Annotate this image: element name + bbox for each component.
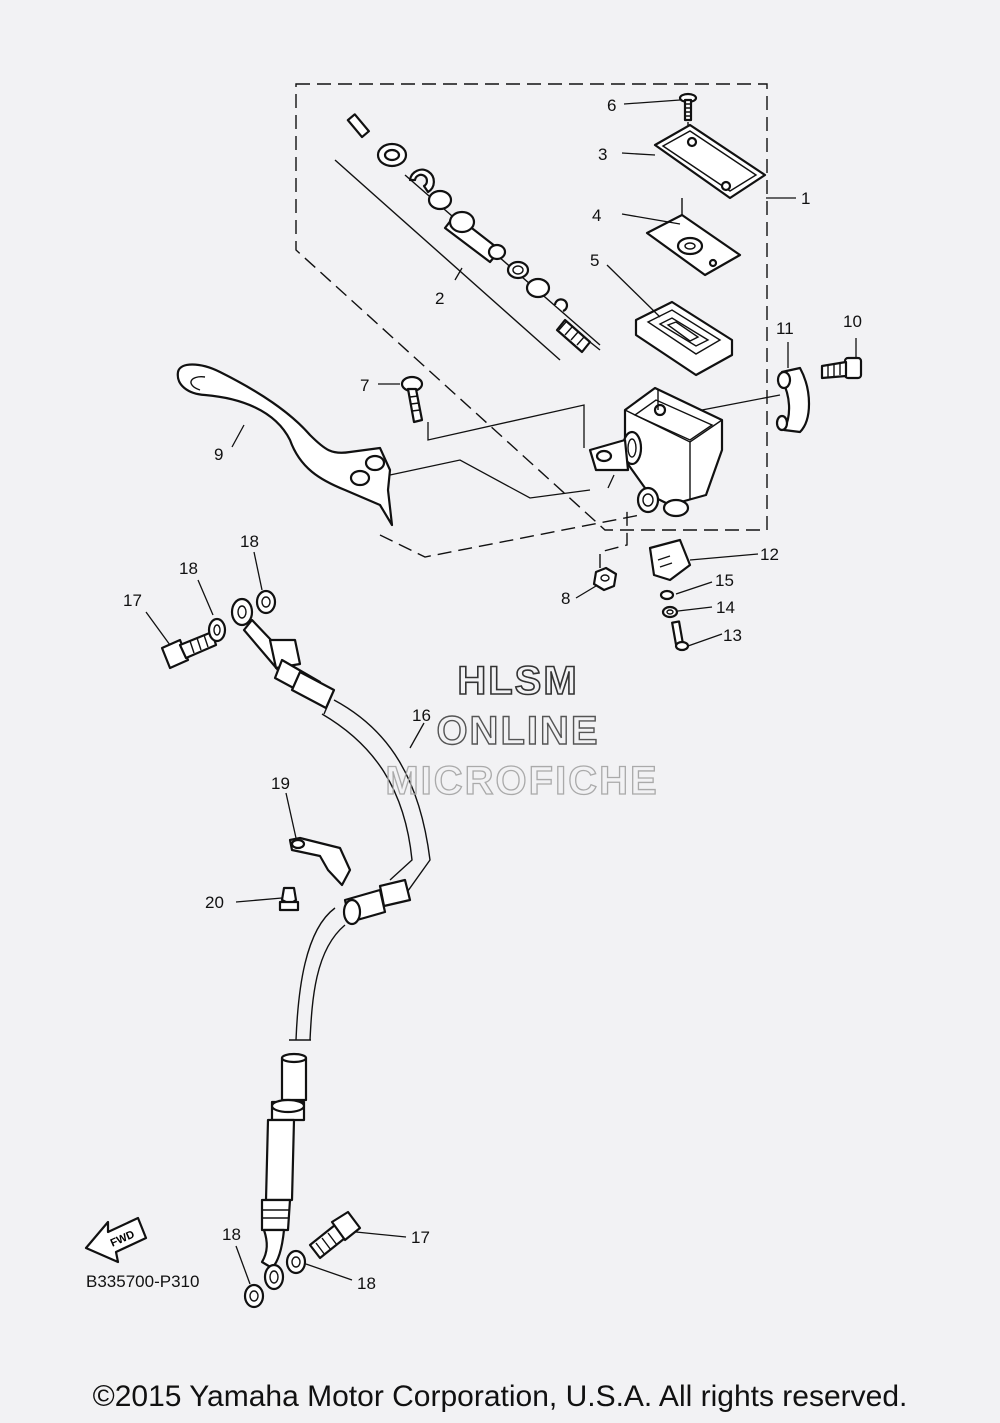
- pivot-bolt: [400, 375, 585, 448]
- callout-6: 6: [607, 96, 616, 115]
- clamp-bolt: [278, 886, 300, 912]
- callout-18-lower-right: 18: [357, 1274, 376, 1293]
- callout-7: 7: [360, 376, 369, 395]
- callout-16: 16: [412, 706, 431, 725]
- body-leader: [607, 474, 615, 489]
- callout-3: 3: [598, 145, 607, 164]
- brake-hose: [260, 670, 431, 1291]
- brake-lever: [176, 363, 394, 527]
- nut-dash-line: [599, 505, 628, 568]
- copyright-notice: ©2015 Yamaha Motor Corporation, U.S.A. A…: [92, 1380, 908, 1413]
- watermark: HLSM ONLINE MICROFICHE: [385, 658, 658, 803]
- callout-9: 9: [214, 445, 223, 464]
- callout-4: 4: [592, 206, 601, 225]
- fwd-arrow: FWD: [84, 1216, 148, 1264]
- callout-17-lower: 17: [411, 1228, 430, 1247]
- holder-bolt: [820, 356, 863, 380]
- callout-5: 5: [590, 251, 599, 270]
- master-cylinder-body: [588, 386, 724, 518]
- callout-8: 8: [561, 589, 570, 608]
- callout-leaders: [145, 99, 857, 1285]
- callout-10: 10: [843, 312, 862, 331]
- lever-leader: [389, 459, 591, 499]
- hose-clamp: [288, 836, 352, 887]
- callout-17-upper: 17: [123, 591, 142, 610]
- watermark-line-1: HLSM: [457, 659, 578, 703]
- callout-13: 13: [723, 626, 742, 645]
- nut-8: [592, 566, 618, 592]
- callout-18-upper-right: 18: [240, 532, 259, 551]
- callout-14: 14: [716, 598, 735, 617]
- callout-18-upper-left: 18: [179, 559, 198, 578]
- brake-switch: [648, 538, 692, 652]
- diagram-code: B335700-P310: [86, 1272, 199, 1291]
- assembly-boundary: [295, 83, 768, 531]
- callout-18-lower-left: 18: [222, 1225, 241, 1244]
- callout-11: 11: [776, 319, 794, 338]
- callout-19: 19: [271, 774, 290, 793]
- watermark-line-3: MICROFICHE: [385, 759, 658, 803]
- reservoir-cap-group: [634, 92, 767, 377]
- piston-kit-group: [334, 113, 601, 361]
- watermark-line-2: ONLINE: [436, 709, 599, 753]
- callout-15: 15: [715, 571, 734, 590]
- banjo-dash-line: [379, 514, 641, 558]
- callout-20: 20: [205, 893, 224, 912]
- callout-1: 1: [801, 189, 810, 208]
- bracket-holder: [701, 366, 810, 434]
- callout-12: 12: [760, 545, 779, 564]
- callout-2: 2: [435, 289, 444, 308]
- callout-labels: 1 2 3 4 5 6 7 8 9 10 11 12 13 14 15 16 1…: [123, 96, 862, 1293]
- lower-banjo-group: [243, 1210, 362, 1309]
